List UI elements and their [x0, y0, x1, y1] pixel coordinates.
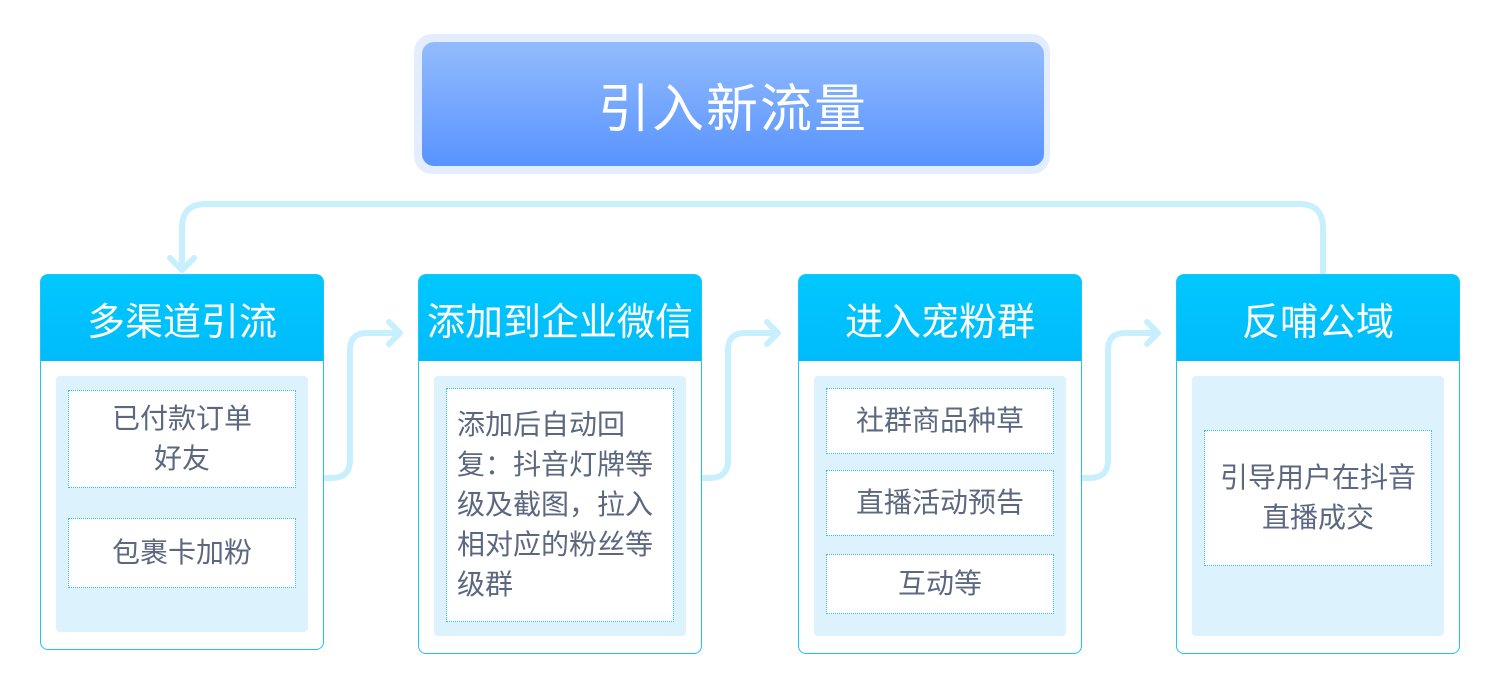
- arrow-3-4: [1079, 319, 1161, 481]
- step-title: 多渠道引流: [41, 275, 323, 361]
- step-card-2: 添加到企业微信 添加后自动回复：抖音灯牌等级及截图，拉入相对应的粉丝等级群: [418, 274, 702, 654]
- step-card-1: 多渠道引流 已付款订单 好友 包裹卡加粉: [40, 274, 324, 650]
- step-item: 互动等: [826, 554, 1054, 614]
- arrow-2-3: [699, 319, 781, 481]
- diagram-title: 引入新流量: [422, 42, 1044, 166]
- step-item: 添加后自动回复：抖音灯牌等级及截图，拉入相对应的粉丝等级群: [446, 388, 674, 622]
- step-title: 添加到企业微信: [419, 275, 701, 361]
- step-card-4: 反哺公域 引导用户在抖音直播成交: [1176, 274, 1460, 654]
- step-card-3: 进入宠粉群 社群商品种草 直播活动预告 互动等: [798, 274, 1082, 654]
- step-item: 社群商品种草: [826, 388, 1054, 454]
- step-title: 反哺公域: [1177, 275, 1459, 361]
- step-title: 进入宠粉群: [799, 275, 1081, 361]
- step-item: 包裹卡加粉: [68, 518, 296, 588]
- loop-back-arrow: [167, 201, 1326, 277]
- step-item: 直播活动预告: [826, 470, 1054, 536]
- arrow-1-2: [321, 319, 403, 481]
- step-item: 引导用户在抖音直播成交: [1204, 430, 1432, 566]
- step-item: 已付款订单 好友: [68, 390, 296, 488]
